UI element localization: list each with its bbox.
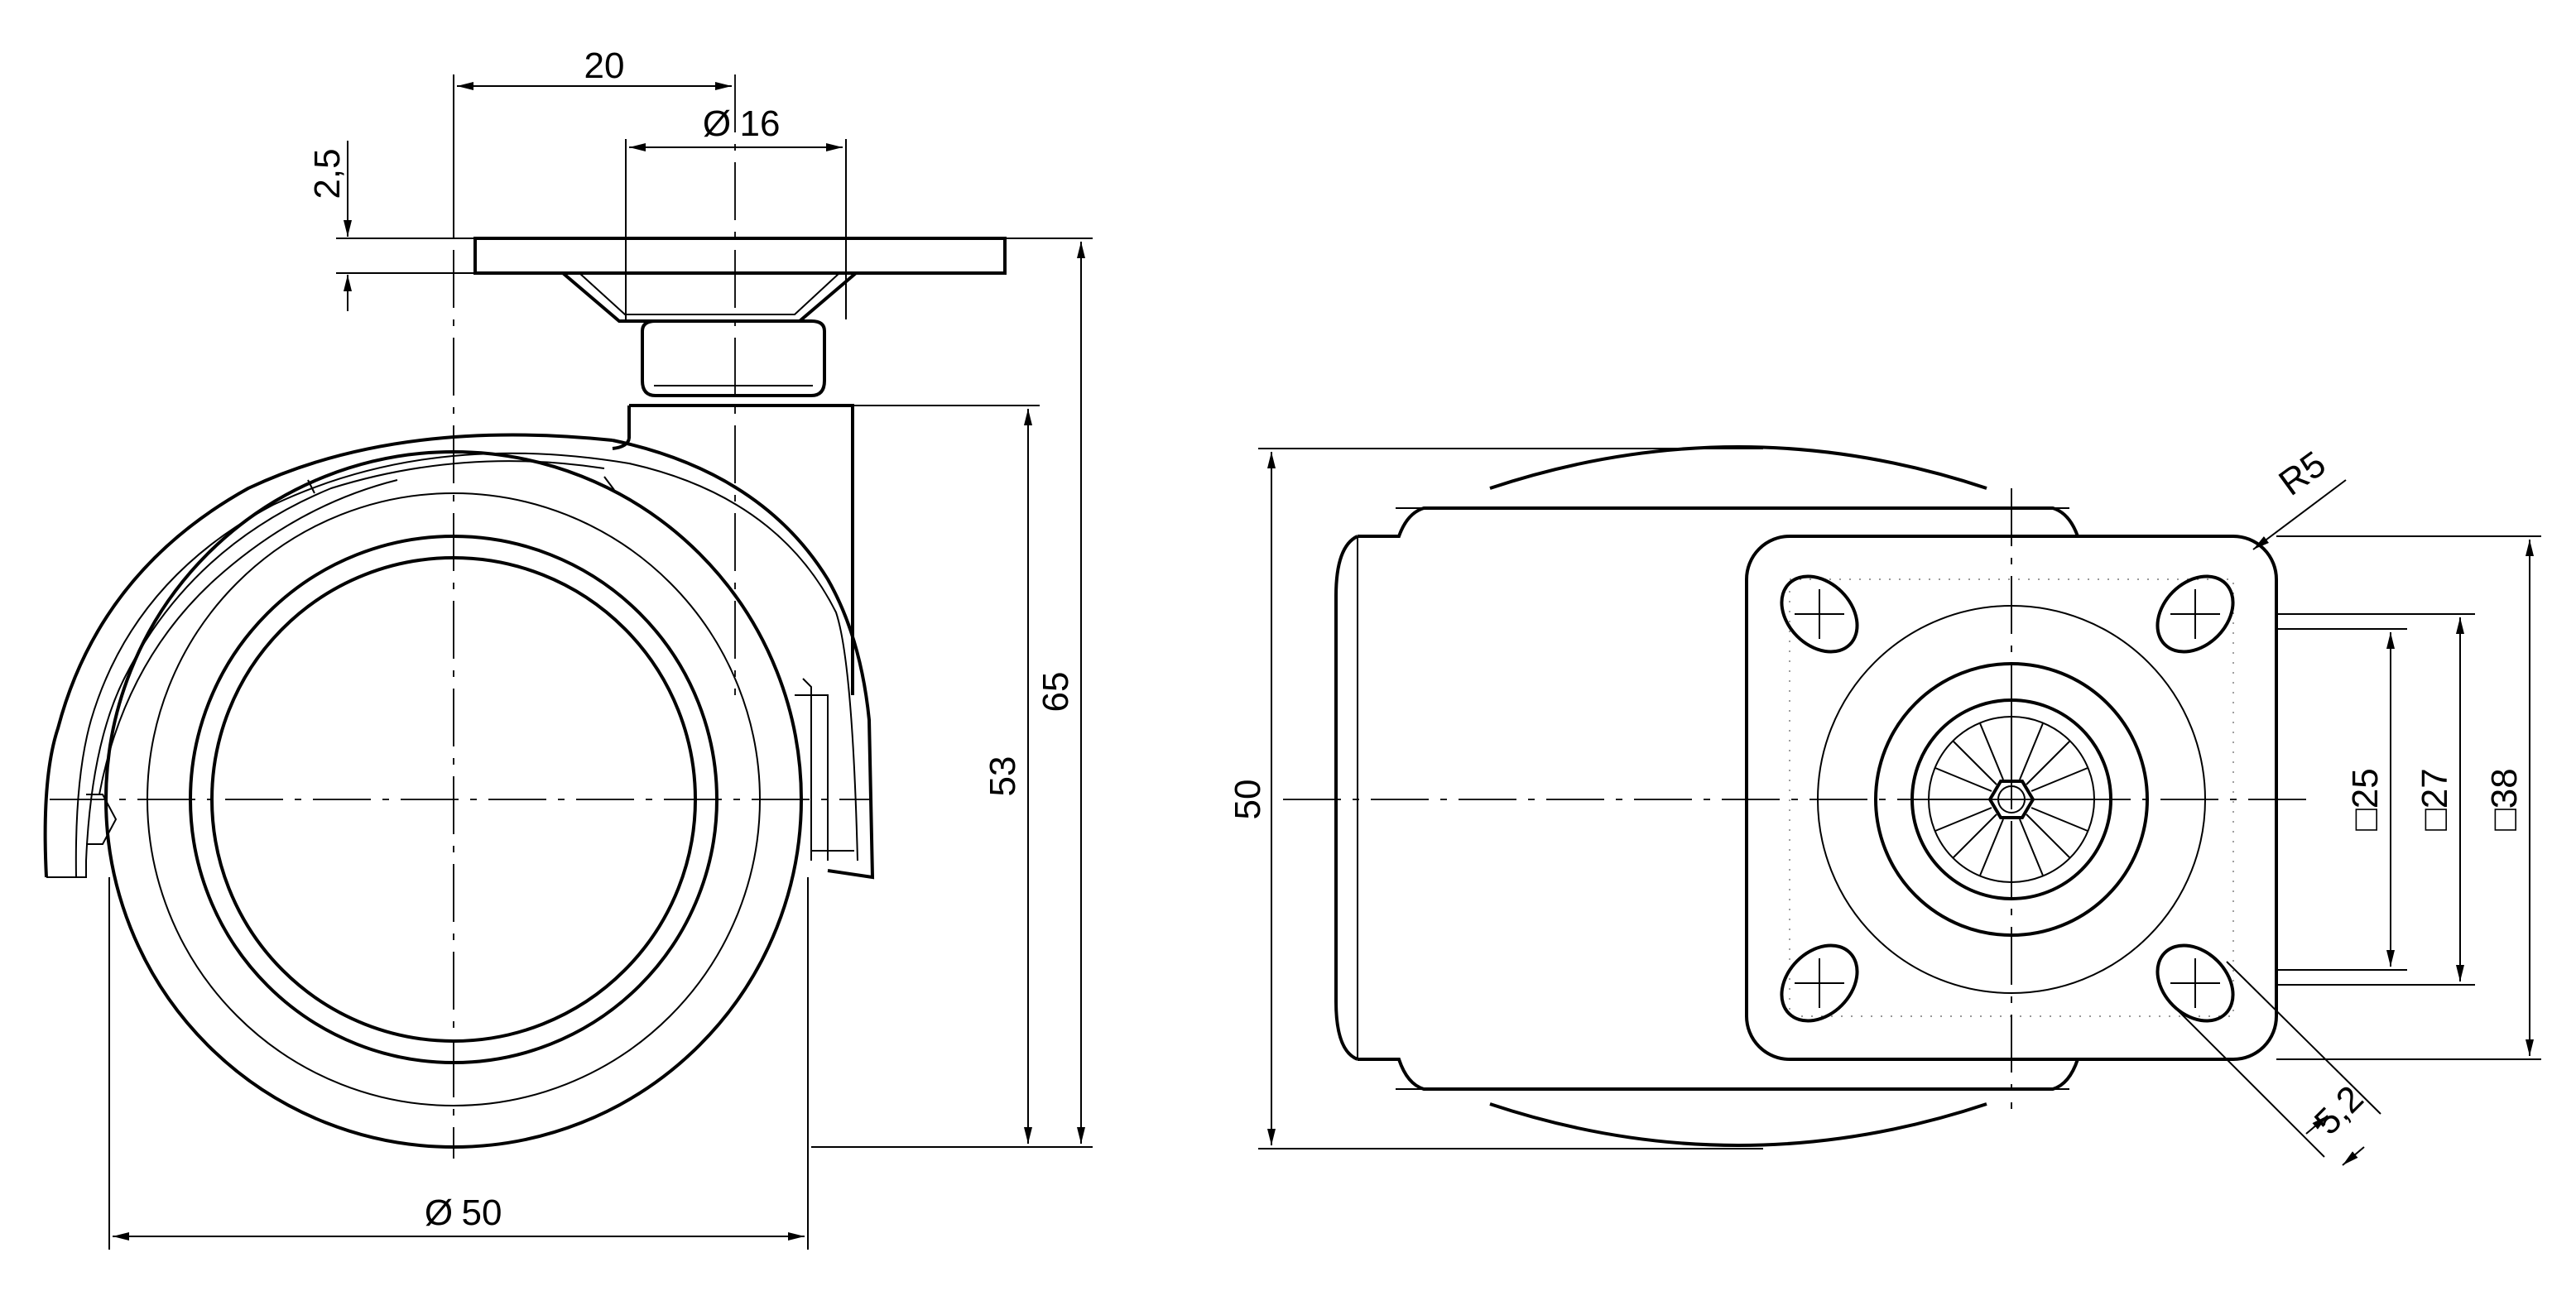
dim-width-label: 50 bbox=[1228, 780, 1268, 820]
hub-spokes bbox=[1929, 717, 2094, 882]
mounting-hole-tl bbox=[1780, 574, 1859, 654]
dim-offset-label: 20 bbox=[584, 46, 625, 86]
dim-total-height-label: 65 bbox=[1036, 672, 1076, 713]
dim-square-38-label: □38 bbox=[2484, 768, 2525, 831]
dim-wheel-diameter-symbol: Ø bbox=[425, 1193, 453, 1233]
wheel-bottom-arc bbox=[1489, 1102, 1987, 1147]
dim-stem-diameter-label: 16 bbox=[740, 103, 781, 144]
mounting-hole-tr bbox=[2155, 574, 2235, 654]
swivel-housing bbox=[629, 404, 854, 695]
dim-square-25-label: □25 bbox=[2345, 768, 2386, 831]
top-view: 50 R5 □25 □27 □38 5,2 bbox=[1228, 444, 2541, 1166]
dim-wheel-height-label: 53 bbox=[983, 756, 1023, 797]
wheel-top-arc bbox=[1489, 445, 1987, 490]
housing-outline bbox=[1358, 506, 2086, 538]
wheel-hood bbox=[43, 433, 613, 878]
mounting-hole-bl bbox=[1780, 943, 1859, 1023]
dim-wheel-diameter-label: 50 bbox=[462, 1193, 502, 1233]
dim-radius-label: R5 bbox=[2271, 444, 2333, 504]
side-view: 20 Ø 16 2,5 65 53 Ø 50 bbox=[43, 46, 1093, 1250]
dim-stem-diameter-symbol: Ø bbox=[703, 103, 731, 144]
dim-square-27-label: □27 bbox=[2415, 768, 2455, 831]
dim-plate-thickness-label: 2,5 bbox=[307, 148, 348, 199]
mounting-hole-br bbox=[2155, 943, 2235, 1023]
stem-collar bbox=[641, 319, 826, 397]
mounting-plate bbox=[473, 237, 1007, 275]
dim-hole-label: 5,2 bbox=[2307, 1078, 2372, 1143]
